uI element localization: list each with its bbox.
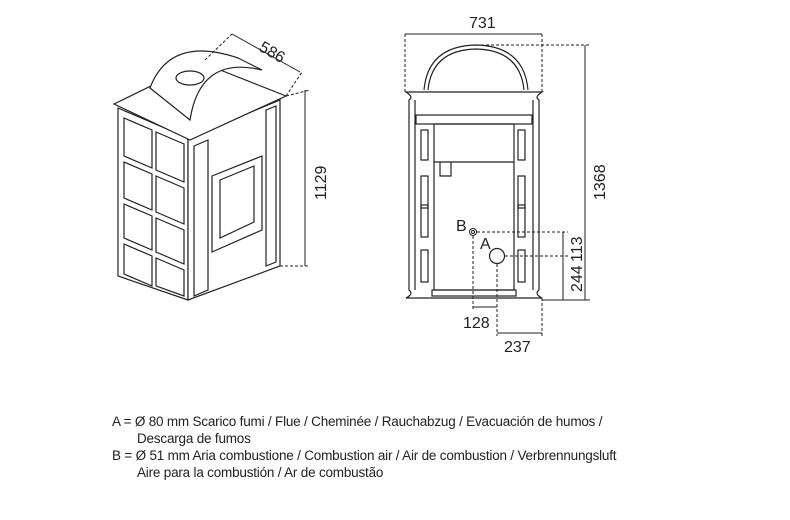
front-dimension-lines (404, 33, 590, 336)
depth-dimension (204, 33, 303, 97)
label-a: A (480, 236, 491, 253)
legend-b-line2: Aire para la combustión / Ar de combustã… (137, 465, 384, 480)
right-face-door (193, 105, 277, 297)
b-height-label: 113 (569, 236, 586, 262)
a-offset-label: 237 (504, 339, 531, 356)
legend-a-line1: A = Ø 80 mm Scarico fumi / Flue / Chemin… (112, 414, 603, 429)
b-offset-label: 128 (463, 315, 490, 332)
connection-a (488, 247, 506, 265)
a-height-label: 244 (569, 265, 586, 292)
height-dimension-left (280, 89, 311, 267)
legend-b-line1: B = Ø 51 mm Aria combustione / Combustio… (112, 448, 617, 463)
height-total-label: 1368 (592, 164, 609, 200)
label-b: B (456, 218, 467, 235)
left-face-panels (123, 117, 185, 297)
stove-front-view (403, 44, 545, 299)
connection-b (469, 228, 477, 236)
legend-a-line2: Descarga de fumos (137, 431, 251, 446)
legend: A = Ø 80 mm Scarico fumi / Flue / Chemin… (112, 413, 617, 481)
stove-isometric-view (112, 50, 288, 301)
height-left-label: 1129 (313, 165, 330, 200)
width-label: 731 (469, 15, 496, 32)
